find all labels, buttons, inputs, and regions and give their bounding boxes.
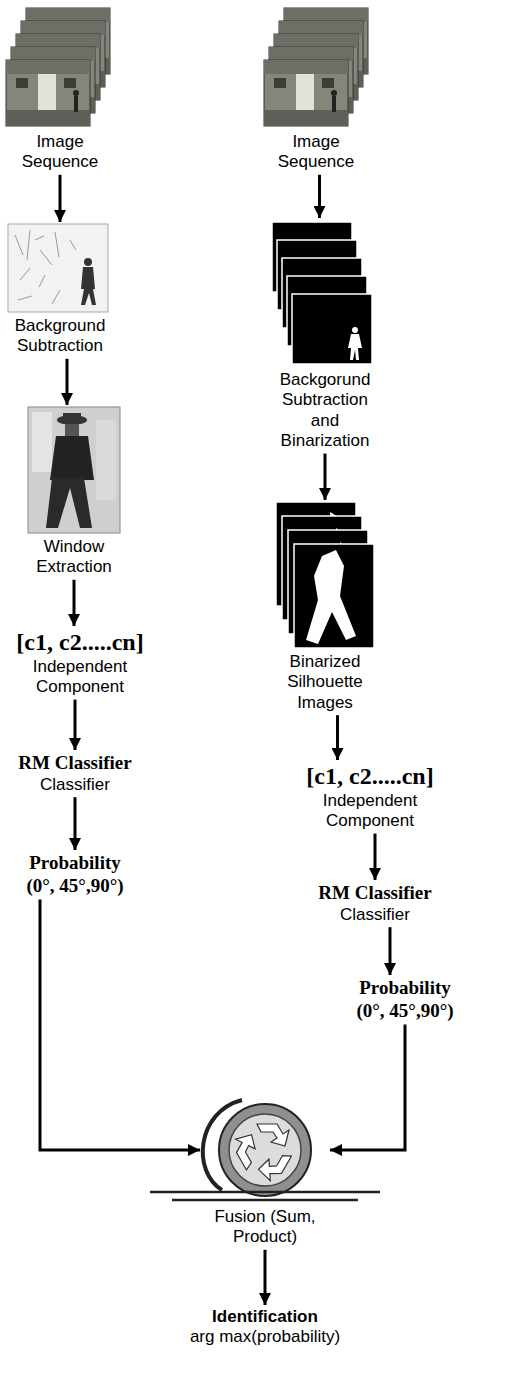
caption: Identification bbox=[212, 1307, 318, 1327]
illustration-part bbox=[84, 258, 92, 266]
caption: Image Sequence bbox=[10, 132, 110, 173]
image-sequence-picture bbox=[264, 8, 368, 126]
illustration-part bbox=[256, 1145, 291, 1184]
caption: Probability bbox=[359, 977, 451, 1000]
illustration-part bbox=[219, 1104, 311, 1196]
caption: Backgorund Subtraction and Binarization bbox=[275, 370, 375, 452]
illustration-part bbox=[8, 224, 108, 312]
classifier-step: RM ClassifierClassifier bbox=[0, 750, 150, 797]
flow-arrow bbox=[336, 715, 339, 760]
illustration-part bbox=[32, 412, 52, 472]
flow-arrow bbox=[73, 580, 76, 626]
illustration-part bbox=[96, 420, 116, 500]
probability-step: Probability(0°, 45°,90°) bbox=[0, 850, 150, 900]
flow-arrow bbox=[389, 927, 392, 975]
flow-arrow bbox=[74, 700, 77, 750]
caption: [c1, c2.....cn] bbox=[16, 628, 143, 657]
illustration-part bbox=[230, 1124, 291, 1184]
caption: Classifier bbox=[40, 775, 110, 795]
probability-step: Probability(0°, 45°,90°) bbox=[330, 975, 480, 1025]
flow-arrow bbox=[318, 175, 321, 218]
image-step: Background Subtraction bbox=[4, 222, 116, 359]
illustration-part bbox=[81, 267, 96, 305]
flow-arrow bbox=[330, 1025, 405, 1150]
picture-area bbox=[60, 8, 61, 132]
illustration-part bbox=[352, 327, 358, 333]
caption: RM Classifier bbox=[18, 752, 131, 775]
caption: Independent Component bbox=[315, 791, 425, 832]
picture-area bbox=[60, 224, 61, 316]
image-step: Backgorund Subtraction and Binarization bbox=[265, 218, 385, 454]
caption: Image Sequence bbox=[266, 132, 366, 173]
illustration-part bbox=[15, 230, 76, 304]
flow-arrow bbox=[264, 1250, 267, 1305]
illustration-part bbox=[348, 334, 362, 360]
illustration-part bbox=[150, 1192, 380, 1200]
caption: Probability bbox=[29, 852, 121, 875]
flow-arrow bbox=[74, 797, 77, 850]
flow-arrow bbox=[66, 359, 69, 405]
classifier-step: RM ClassifierClassifier bbox=[300, 880, 450, 927]
binarized-frames-picture bbox=[272, 222, 372, 364]
illustration-part bbox=[264, 60, 348, 126]
picture-area bbox=[74, 407, 75, 537]
illustration-part bbox=[6, 60, 90, 126]
picture-area bbox=[325, 502, 326, 652]
flow-arrow bbox=[324, 454, 327, 500]
identification-step: Identificationarg max(probability) bbox=[154, 1305, 376, 1350]
picture-area bbox=[325, 220, 326, 370]
illustration-part bbox=[230, 1131, 265, 1170]
illustration-part bbox=[28, 407, 120, 533]
caption: Classifier bbox=[340, 905, 410, 925]
illustration-part bbox=[63, 413, 81, 421]
window-extraction-picture bbox=[28, 407, 120, 533]
caption: Independent Component bbox=[25, 657, 135, 698]
caption: [c1, c2.....cn] bbox=[306, 762, 433, 791]
image-sequence-picture bbox=[6, 8, 110, 126]
caption: Fusion (Sum, Product) bbox=[205, 1207, 325, 1248]
illustration-part bbox=[257, 1124, 289, 1146]
feature-step: [c1, c2.....cn]Independent Component bbox=[0, 626, 160, 700]
image-step: Image Sequence bbox=[258, 6, 374, 175]
illustration-part bbox=[50, 436, 94, 480]
caption: RM Classifier bbox=[318, 882, 431, 905]
feature-step: [c1, c2.....cn]Independent Component bbox=[290, 760, 450, 834]
silhouette-frames-picture bbox=[276, 502, 374, 648]
caption: arg max(probability) bbox=[190, 1327, 340, 1347]
picture-area bbox=[316, 8, 317, 132]
image-step: Window Extraction bbox=[18, 405, 130, 580]
background-subtraction-picture bbox=[8, 224, 108, 312]
caption: Background Subtraction bbox=[10, 316, 110, 357]
illustration-part bbox=[294, 544, 374, 648]
illustration-part bbox=[46, 478, 92, 528]
flow-arrow bbox=[40, 900, 200, 1150]
illustration-part bbox=[229, 1114, 301, 1186]
flow-arrow bbox=[374, 834, 377, 880]
illustration-part bbox=[65, 424, 79, 436]
image-step: Image Sequence bbox=[4, 6, 116, 175]
image-step: Binarized Silhouette Images bbox=[265, 500, 385, 715]
fusion-step: Fusion (Sum, Product) bbox=[200, 1095, 330, 1250]
caption: Binarized Silhouette Images bbox=[275, 652, 375, 713]
flow-arrow bbox=[59, 175, 62, 222]
picture-area bbox=[265, 1097, 266, 1207]
illustration-part bbox=[306, 550, 356, 644]
caption: (0°, 45°,90°) bbox=[356, 1000, 453, 1023]
illustration-part bbox=[292, 294, 372, 364]
caption: Window Extraction bbox=[24, 537, 124, 578]
caption: (0°, 45°,90°) bbox=[26, 875, 123, 898]
